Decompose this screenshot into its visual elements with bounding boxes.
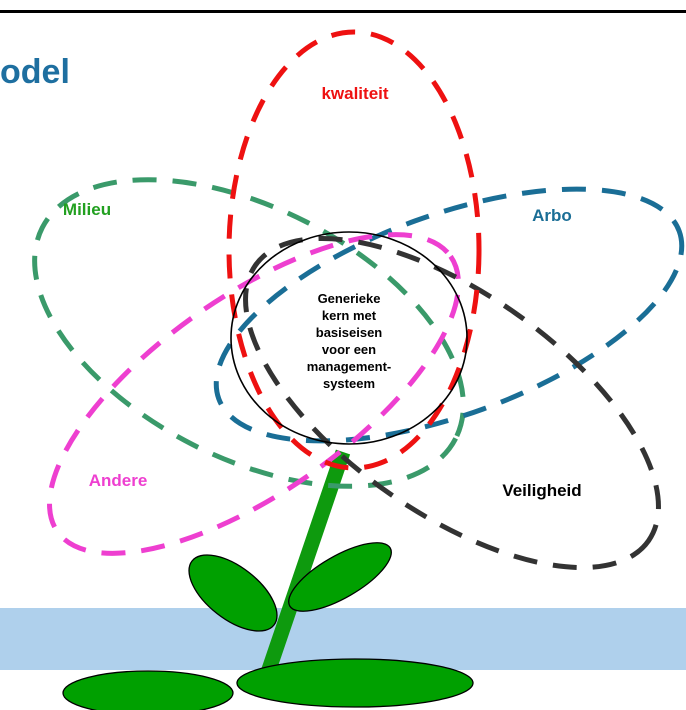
label-kwaliteit: kwaliteit (321, 84, 388, 103)
label-milieu: Milieu (63, 200, 111, 219)
petal-arbo (213, 186, 685, 444)
core-text-line: systeem (323, 376, 375, 391)
label-andere: Andere (89, 471, 148, 490)
leaf-right (288, 542, 392, 612)
core-circle (230, 231, 468, 445)
label-arbo: Arbo (532, 206, 572, 225)
core-text-line: management- (307, 359, 392, 374)
core-text-line: Generieke (318, 291, 381, 306)
leaf-left (188, 554, 278, 632)
petal-veiligheid (243, 235, 661, 571)
core-text: Generieke kern met basiseisen voor een m… (307, 291, 392, 391)
core-text-line: kern met (322, 308, 377, 323)
leaf-bottom-left (62, 670, 234, 710)
core-text-line: voor een (322, 342, 376, 357)
flower-stem (254, 449, 351, 693)
core-text-line: basiseisen (316, 325, 383, 340)
slide-title: odel (0, 53, 70, 91)
petal-andere (47, 232, 461, 556)
leaf-bottom-right (236, 658, 474, 708)
petal-kwaliteit (226, 29, 482, 471)
petal-milieu (32, 177, 466, 489)
top-rule (0, 10, 686, 13)
label-veiligheid: Veiligheid (502, 481, 581, 500)
